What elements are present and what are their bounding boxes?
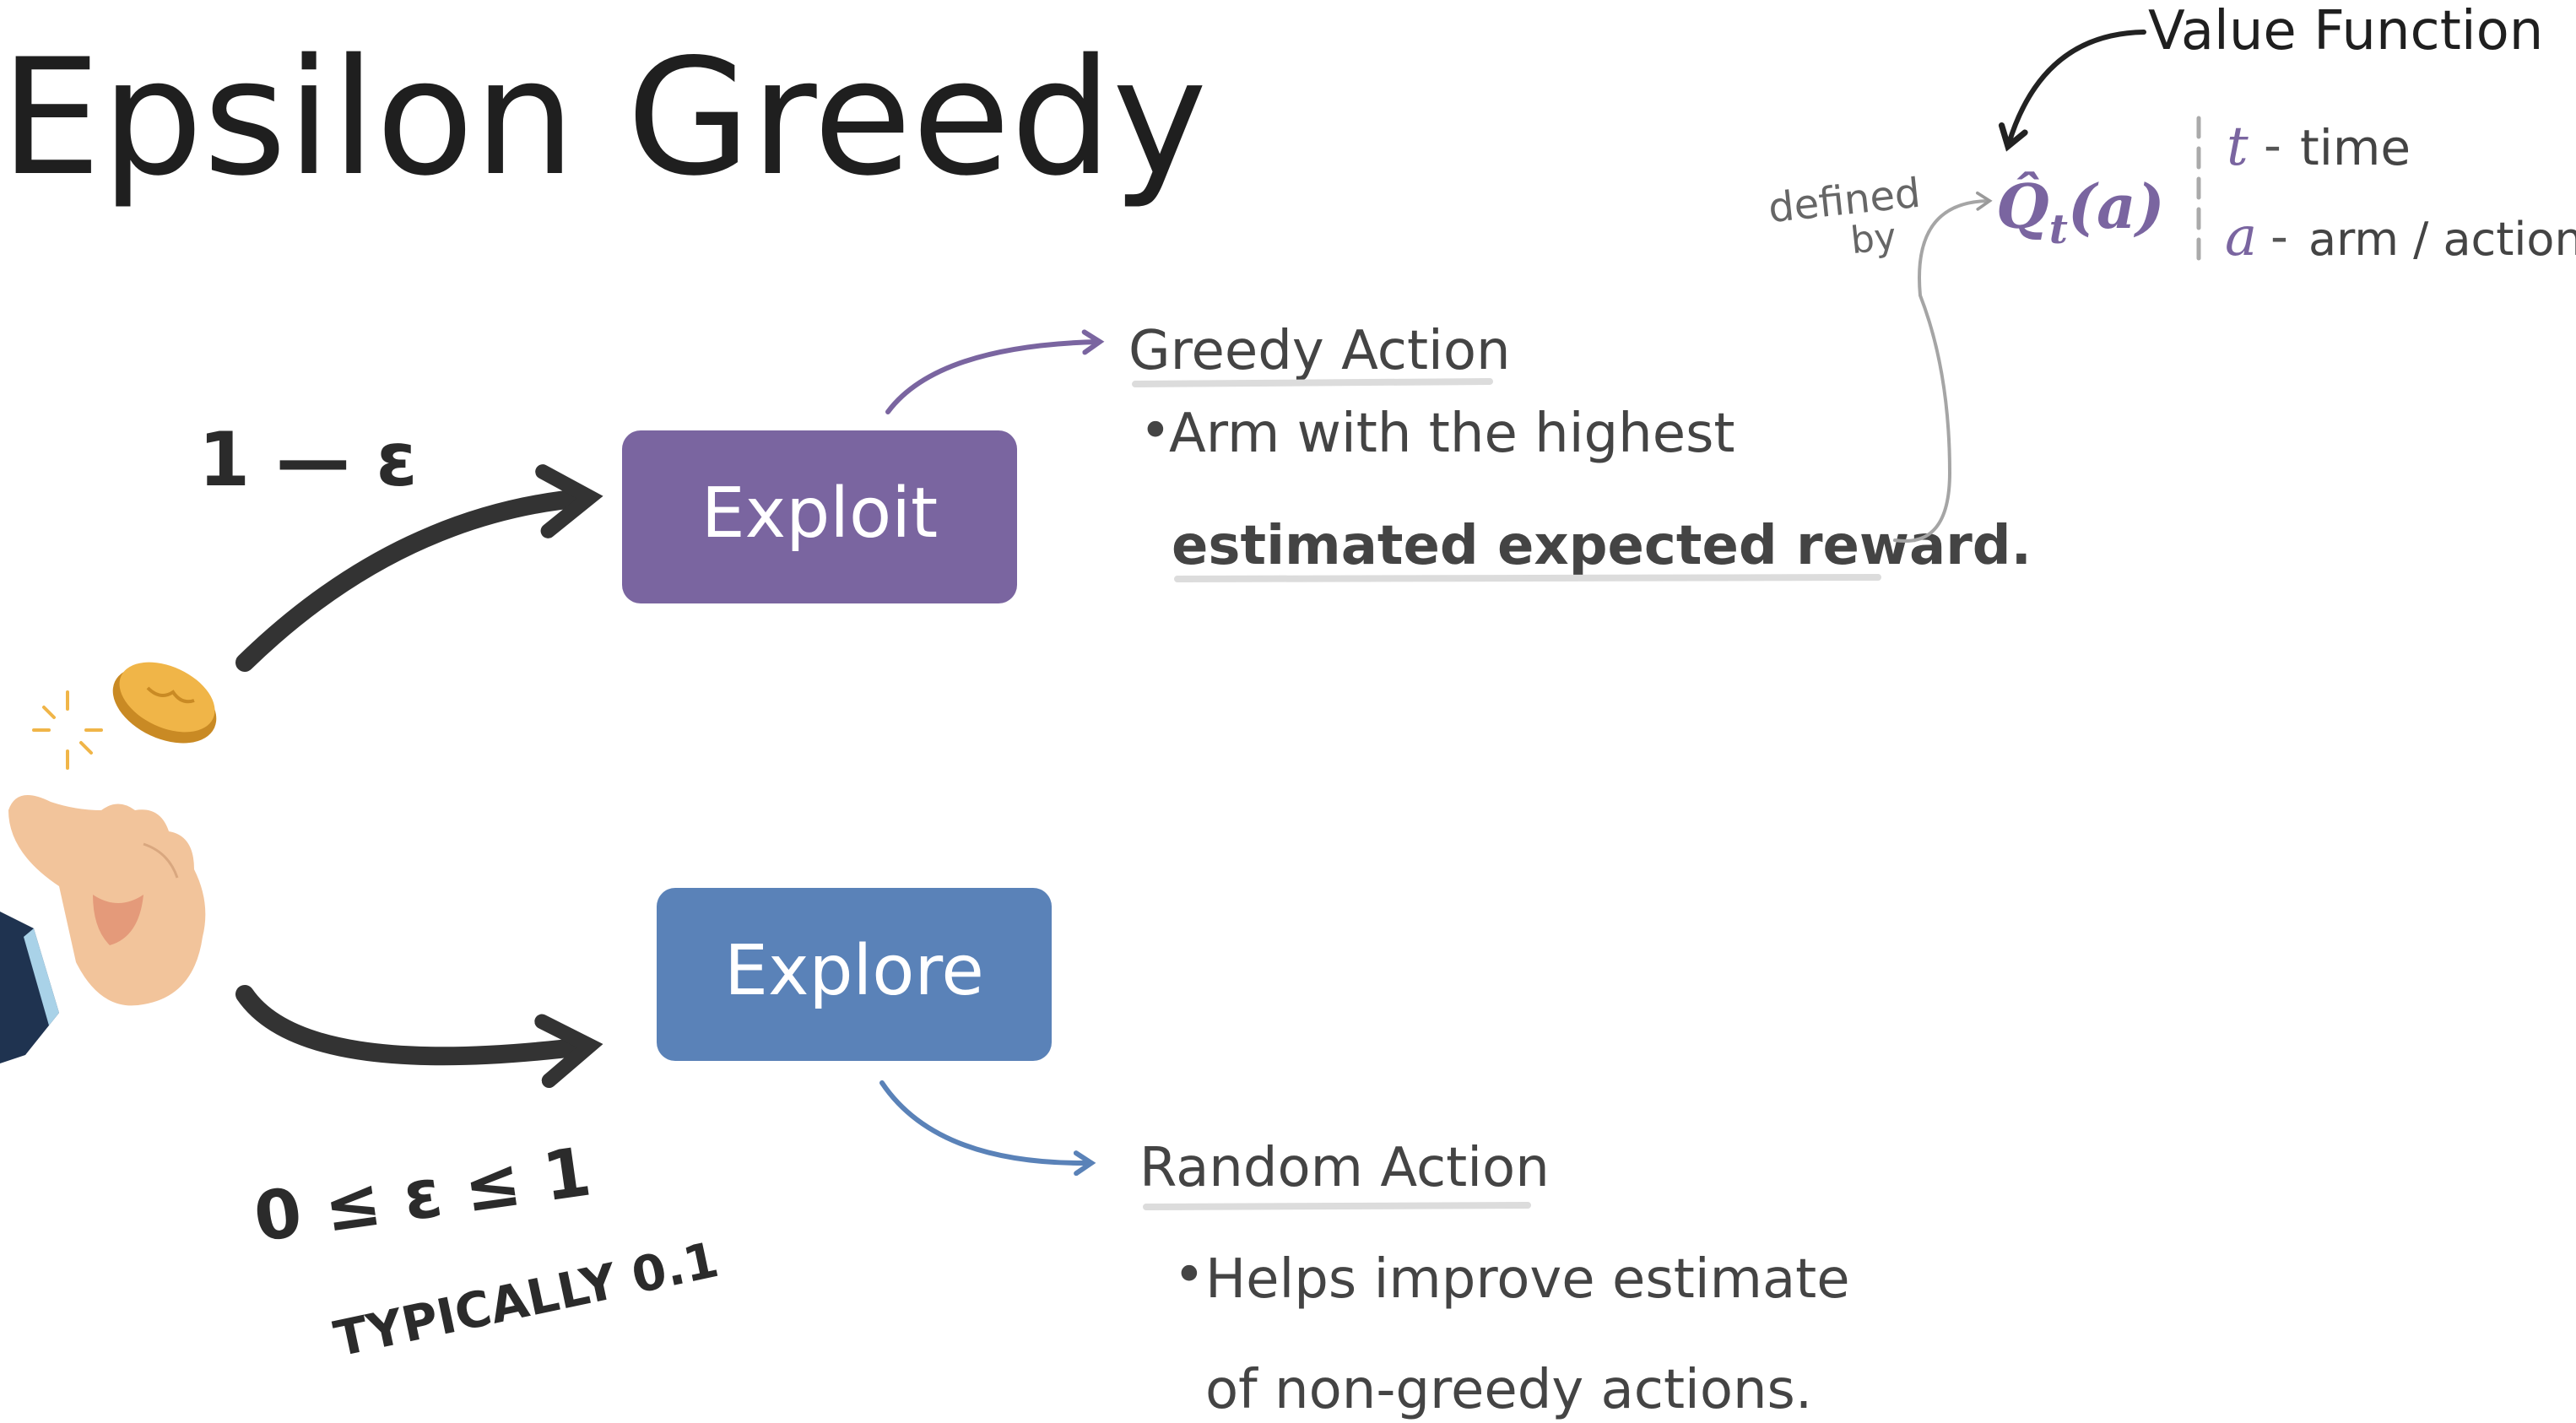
- random-line-1: Helps improve estimate: [1205, 1248, 1850, 1311]
- random-action-arrow: [879, 1080, 1096, 1177]
- legend-row-action: a - arm / action: [2225, 206, 2576, 268]
- random-action-underline: [1143, 1202, 1531, 1210]
- value-function-label: Value Function: [2148, 0, 2543, 62]
- greedy-action-underline: [1132, 378, 1493, 387]
- epsilon-typical: TYPICALLY 0.1: [329, 1231, 723, 1368]
- greedy-line-1: Arm with the highest: [1169, 403, 1735, 465]
- explore-box: [657, 888, 1052, 1061]
- legend-dash-a: -: [2270, 208, 2288, 265]
- exploit-box: [622, 430, 1017, 603]
- greedy-bullet: •: [1139, 400, 1172, 463]
- defined-by-connector: [1893, 191, 1993, 543]
- legend-row-time: t - time: [2227, 116, 2411, 178]
- exploit-probability: 1 — ε: [198, 416, 418, 503]
- by-label: by: [1848, 215, 1898, 262]
- legend-dash-t: -: [2264, 116, 2281, 174]
- legend-symbol-a: a: [2225, 206, 2257, 268]
- hand-flipping-coin-icon: [0, 662, 217, 1063]
- greedy-action-title: Greedy Action: [1128, 320, 1511, 382]
- random-action-title: Random Action: [1139, 1137, 1550, 1199]
- value-function-symbol: Q̂t(a): [1996, 170, 2165, 253]
- legend-symbol-t: t: [2227, 116, 2249, 178]
- explore-label: Explore: [724, 931, 984, 1011]
- explore-arrow: [235, 985, 603, 1089]
- greedy-line-2: estimated expected reward.: [1172, 515, 2032, 577]
- random-line-2: of non-greedy actions.: [1205, 1359, 1812, 1421]
- exploit-arrow: [235, 464, 603, 672]
- random-bullet: •: [1173, 1244, 1205, 1307]
- legend-text-time: time: [2300, 119, 2411, 176]
- exploit-label: Exploit: [701, 473, 938, 554]
- epsilon-range: 0 ≤ ε ≤ 1: [249, 1132, 595, 1257]
- legend-text-action: arm / action: [2308, 213, 2576, 266]
- page-title: Epsilon Greedy: [0, 24, 1207, 211]
- defined-label: defined: [1766, 170, 1923, 233]
- greedy-line-2-underline: [1174, 574, 1881, 582]
- greedy-action-arrow: [885, 329, 1105, 414]
- value-function-arrow: [1998, 30, 2146, 152]
